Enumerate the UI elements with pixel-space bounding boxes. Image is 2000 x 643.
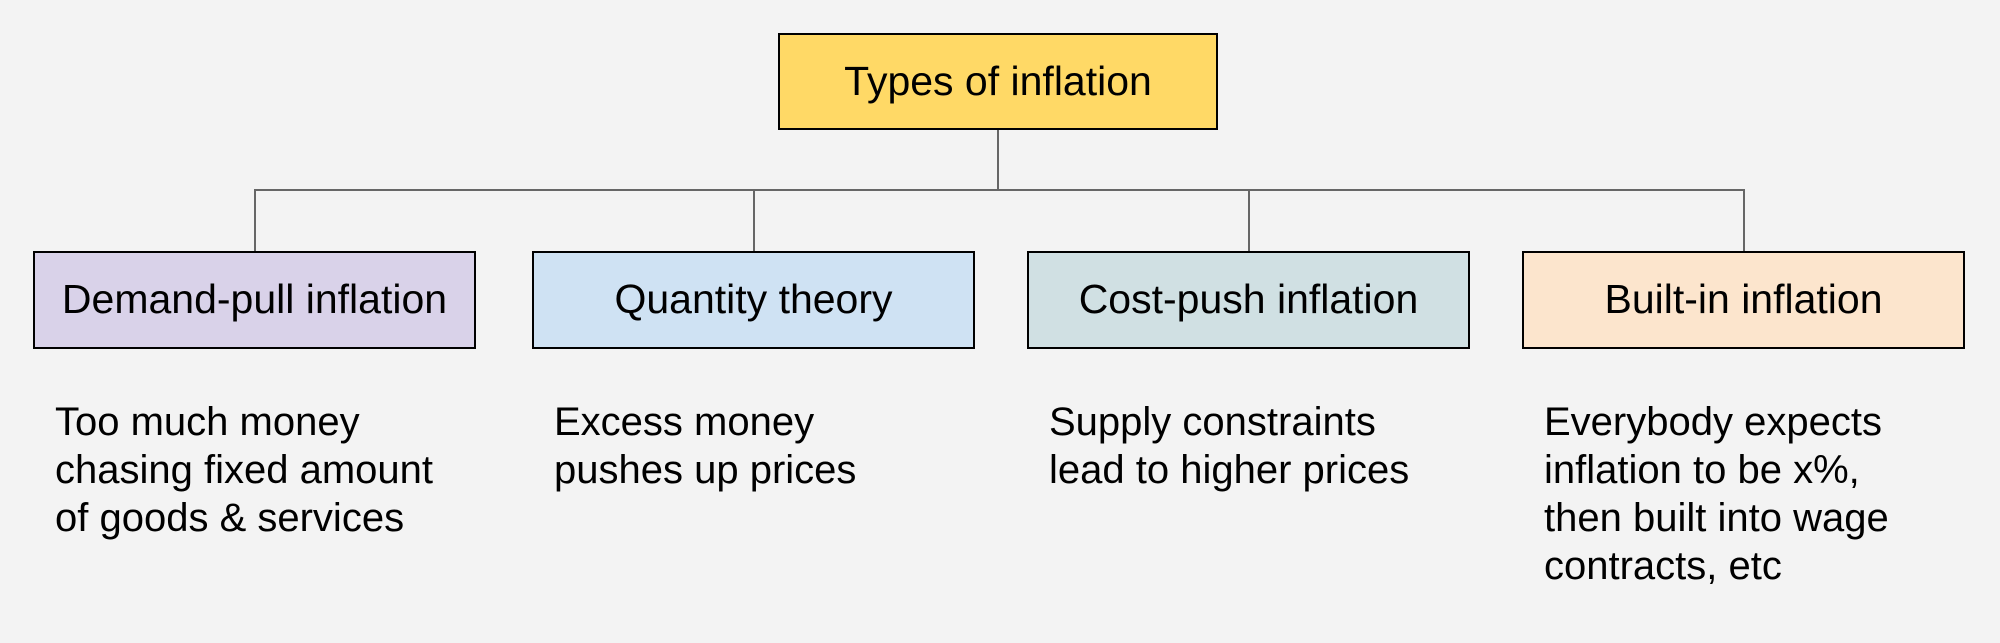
node-types-of-inflation: Types of inflation: [778, 33, 1218, 130]
description-demand-pull-inflation: Too much money chasing fixed amount of g…: [55, 400, 434, 540]
node-built-in-inflation: Built-in inflation: [1522, 251, 1965, 349]
connector-root-stem: [997, 130, 999, 191]
connector-drop-cost-push: [1248, 189, 1250, 252]
node-demand-pull-inflation: Demand-pull inflation: [33, 251, 476, 349]
node-quantity-theory: Quantity theory: [532, 251, 975, 349]
node-built-in-inflation-label: Built-in inflation: [1604, 276, 1883, 323]
description-quantity-theory: Excess money pushes up prices: [554, 400, 857, 492]
node-cost-push-inflation: Cost-push inflation: [1027, 251, 1470, 349]
node-quantity-theory-label: Quantity theory: [614, 276, 893, 323]
connector-horizontal-bar: [254, 189, 1745, 191]
node-types-of-inflation-label: Types of inflation: [844, 57, 1152, 104]
description-built-in-inflation: Everybody expects inflation to be x%, th…: [1544, 400, 1889, 588]
connector-drop-demand-pull: [254, 189, 256, 252]
node-cost-push-inflation-label: Cost-push inflation: [1078, 276, 1419, 323]
connector-drop-built-in: [1743, 189, 1745, 252]
description-cost-push-inflation: Supply constraints lead to higher prices: [1049, 400, 1410, 492]
node-demand-pull-inflation-label: Demand-pull inflation: [61, 276, 448, 323]
connector-drop-quantity-theory: [753, 189, 755, 252]
